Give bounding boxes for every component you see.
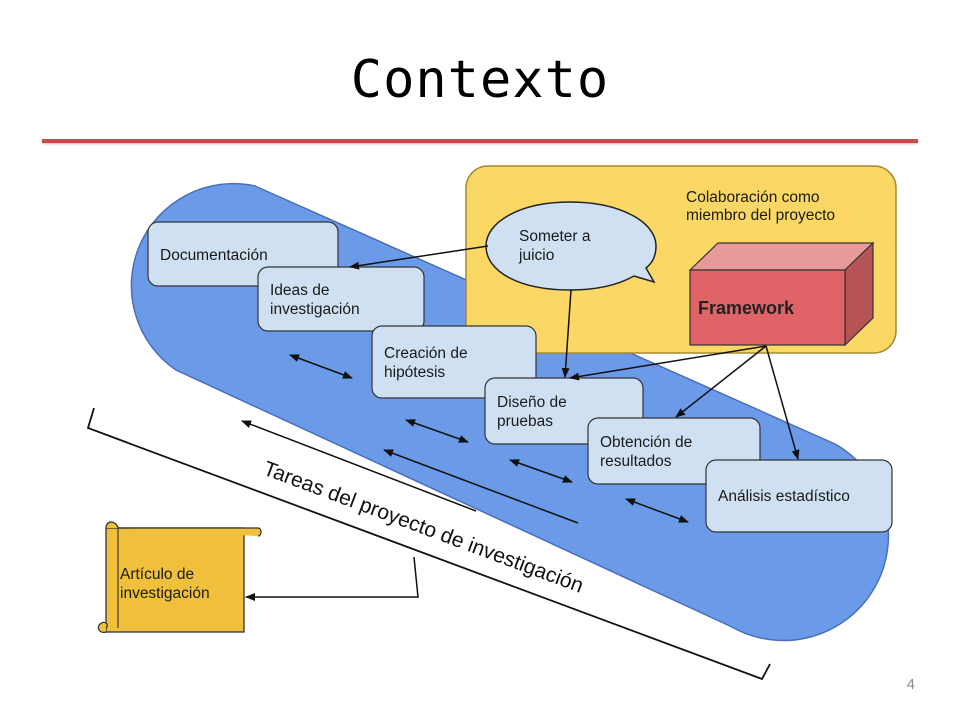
page-number: 4 bbox=[906, 676, 915, 693]
arrow-framework-to-analisis bbox=[765, 345, 800, 460]
bubble-line2: juicio bbox=[518, 247, 554, 264]
svg-text:hipótesis: hipótesis bbox=[384, 364, 445, 381]
bracket-to-article-connector bbox=[245, 556, 419, 601]
svg-text:Creación de: Creación de bbox=[384, 345, 468, 362]
title-divider bbox=[42, 139, 918, 143]
long-arrow-2 bbox=[383, 449, 579, 524]
arrow-framework-to-diseno bbox=[569, 345, 767, 381]
svg-text:Obtención de: Obtención de bbox=[600, 434, 692, 451]
svg-text:Diseño de: Diseño de bbox=[497, 394, 567, 411]
bubble-line1: Someter a bbox=[519, 228, 591, 245]
svg-text:resultados: resultados bbox=[600, 453, 672, 470]
double-arrow-4 bbox=[625, 498, 689, 523]
framework-label: Framework bbox=[698, 298, 795, 318]
article-scroll: Artículo de investigación bbox=[97, 521, 262, 634]
tasks-bracket bbox=[86, 407, 771, 681]
double-arrow-1 bbox=[289, 354, 353, 379]
arrow-bubble-to-ideas bbox=[349, 245, 489, 270]
judgement-bubble bbox=[485, 201, 657, 291]
step-ideas: Ideas de investigación bbox=[257, 266, 425, 332]
step-analisis: Análisis estadístico bbox=[705, 459, 893, 533]
slide-title: Contexto bbox=[350, 50, 610, 110]
collab-label-line2: miembro del proyecto bbox=[686, 207, 835, 224]
article-line2: investigación bbox=[120, 585, 210, 602]
svg-text:Ideas de: Ideas de bbox=[270, 282, 329, 299]
svg-text:investigación: investigación bbox=[270, 301, 360, 318]
arrow-framework-to-obtencion bbox=[675, 345, 767, 418]
article-line1: Artículo de bbox=[120, 566, 194, 583]
long-arrow-1 bbox=[241, 420, 477, 512]
framework-box: Framework bbox=[688, 241, 875, 347]
svg-text:Análisis estadístico: Análisis estadístico bbox=[718, 488, 850, 505]
svg-text:Documentación: Documentación bbox=[160, 247, 268, 264]
step-obtencion: Obtención de resultados bbox=[587, 417, 761, 485]
svg-text:pruebas: pruebas bbox=[497, 413, 553, 430]
double-arrow-2 bbox=[405, 419, 469, 443]
collab-label-line1: Colaboración como bbox=[686, 189, 820, 206]
double-arrow-3 bbox=[509, 459, 573, 483]
arrow-bubble-to-diseno bbox=[561, 289, 572, 378]
